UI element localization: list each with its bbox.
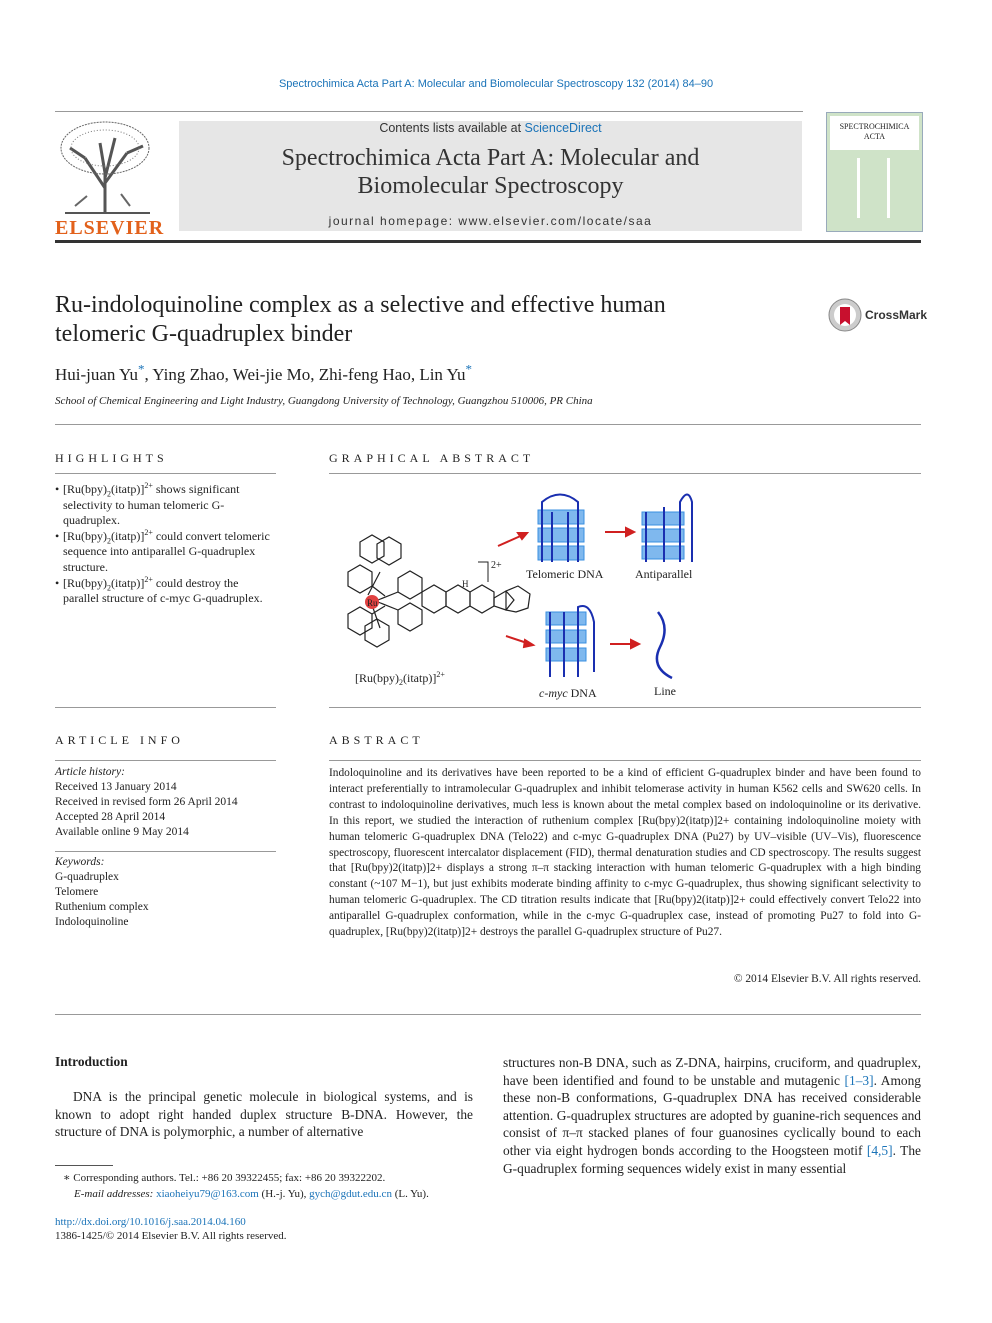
label-cmyc-dna: c-myc DNA	[539, 686, 597, 700]
cover-title-line2: ACTA	[863, 132, 886, 141]
highlight-item: [Ru(bpy)2(itatp)]2+ shows significant se…	[55, 482, 277, 529]
crossmark-icon	[828, 298, 862, 332]
doi-link[interactable]: http://dx.doi.org/10.1016/j.saa.2014.04.…	[55, 1216, 246, 1228]
arrow-3-head-icon	[522, 638, 536, 649]
journal-citation[interactable]: Spectrochimica Acta Part A: Molecular an…	[278, 78, 714, 90]
footnote-rule	[55, 1165, 113, 1166]
ru-center-icon	[365, 595, 379, 609]
graphical-abstract-figure: Ru H 2+ [Ru(bpy)2(itatp)]2+	[320, 482, 740, 704]
journal-title: Spectrochimica Acta Part A: Molecular an…	[281, 145, 700, 199]
section-divider	[55, 1014, 921, 1015]
label-antiparallel: Antiparallel	[635, 567, 693, 581]
affiliation: School of Chemical Engineering and Light…	[55, 395, 593, 407]
keywords-rule	[55, 851, 276, 852]
article-info-rule	[55, 760, 276, 761]
graphical-abstract-bottom-rule	[329, 707, 921, 708]
label-telomeric-dna: Telomeric DNA	[526, 567, 604, 581]
h-atom-label: H	[462, 579, 469, 589]
line-structure-icon	[655, 611, 673, 680]
highlights-list: [Ru(bpy)2(itatp)]2+ shows significant se…	[55, 482, 277, 607]
introduction-paragraph-right: structures non-B DNA, such as Z-DNA, hai…	[503, 1055, 921, 1176]
charge-bracket	[478, 561, 489, 582]
elsevier-tree-icon	[55, 118, 157, 216]
arrow-2-head-icon	[625, 526, 637, 538]
journal-homepage[interactable]: journal homepage: www.elsevier.com/locat…	[328, 214, 653, 228]
author-3: Wei-jie Mo,	[232, 365, 319, 384]
highlights-rule	[55, 473, 276, 474]
header-top-rule	[55, 111, 803, 112]
journal-banner: Contents lists available at ScienceDirec…	[179, 121, 802, 231]
article-title: Ru-indoloquinoline complex as a selectiv…	[55, 292, 666, 347]
elsevier-logo: ELSEVIER	[55, 118, 163, 239]
abstract-copyright: © 2014 Elsevier B.V. All rights reserved…	[733, 973, 921, 985]
cmyc-dna-icon	[545, 605, 595, 677]
highlights-bottom-rule	[55, 707, 276, 708]
email-addresses: E-mail addresses: xiaoheiyu79@163.com (H…	[74, 1188, 429, 1200]
author-2: Ying Zhao,	[152, 365, 233, 384]
issn-line: 1386-1425/© 2014 Elsevier B.V. All right…	[55, 1230, 287, 1242]
keywords: Keywords: G-quadruplex Telomere Rutheniu…	[55, 856, 149, 928]
affiliation-rule	[55, 424, 921, 425]
email-link-2[interactable]: gych@gdut.edu.cn	[309, 1188, 392, 1200]
charge-label: 2+	[491, 560, 502, 571]
header-bottom-rule	[55, 240, 921, 243]
graphical-abstract-heading: GRAPHICAL ABSTRACT	[329, 451, 535, 465]
article-history: Article history: Received 13 January 201…	[55, 766, 238, 838]
sciencedirect-link[interactable]: ScienceDirect	[524, 121, 602, 135]
crossmark-label: CrossMark	[865, 308, 928, 322]
ru-label: Ru	[367, 598, 378, 608]
abstract-text: Indoloquinoline and its derivatives have…	[329, 767, 921, 939]
crossmark-badge[interactable]: CrossMark	[827, 297, 927, 333]
arrow-4-head-icon	[630, 638, 642, 650]
email-link-1[interactable]: xiaoheiyu79@163.com	[156, 1188, 259, 1200]
ref-link-1[interactable]: [1–3]	[844, 1072, 874, 1088]
article-info-heading: ARTICLE INFO	[55, 733, 184, 747]
author-5: Lin Yu*	[419, 361, 472, 384]
elsevier-wordmark: ELSEVIER	[55, 217, 165, 239]
author-4: Zhi-feng Hao,	[318, 365, 420, 384]
introduction-paragraph-left: DNA is the principal genetic molecule in…	[55, 1089, 473, 1140]
graphical-abstract-rule	[329, 473, 921, 474]
abstract-rule	[329, 760, 921, 761]
telomeric-dna-icon	[537, 493, 585, 562]
introduction-heading: Introduction	[55, 1054, 128, 1069]
corresponding-authors: ∗ Corresponding authors. Tel.: +86 20 39…	[63, 1172, 386, 1184]
author-1: Hui-juan Yu*,	[55, 361, 153, 384]
highlights-heading: HIGHLIGHTS	[55, 451, 168, 465]
highlight-item: [Ru(bpy)2(itatp)]2+ could destroy the pa…	[55, 575, 277, 607]
label-line: Line	[654, 684, 676, 698]
asterisk-icon: ∗	[63, 1172, 74, 1184]
author-list: Hui-juan Yu*, Ying Zhao, Wei-jie Mo, Zhi…	[55, 361, 472, 385]
graphical-abstract-svg: Ru H 2+ [Ru(bpy)2(itatp)]2+	[347, 493, 693, 700]
ref-link-2[interactable]: [4,5]	[866, 1142, 893, 1158]
contents-line: Contents lists available at ScienceDirec…	[379, 121, 602, 135]
arrow-1-head-icon	[516, 532, 530, 541]
highlight-item: [Ru(bpy)2(itatp)]2+ could convert telome…	[55, 528, 277, 576]
ru-complex-structure	[347, 534, 531, 648]
journal-cover-thumbnail: SPECTROCHIMICA ACTA	[826, 112, 923, 232]
complex-label: [Ru(bpy)2(itatp)]2+	[355, 670, 445, 687]
abstract-heading: ABSTRACT	[329, 733, 424, 747]
cover-title-line1: SPECTROCHIMICA	[839, 122, 910, 131]
footnote: ∗ Corresponding authors. Tel.: +86 20 39…	[55, 1170, 495, 1202]
antiparallel-icon	[641, 493, 693, 562]
